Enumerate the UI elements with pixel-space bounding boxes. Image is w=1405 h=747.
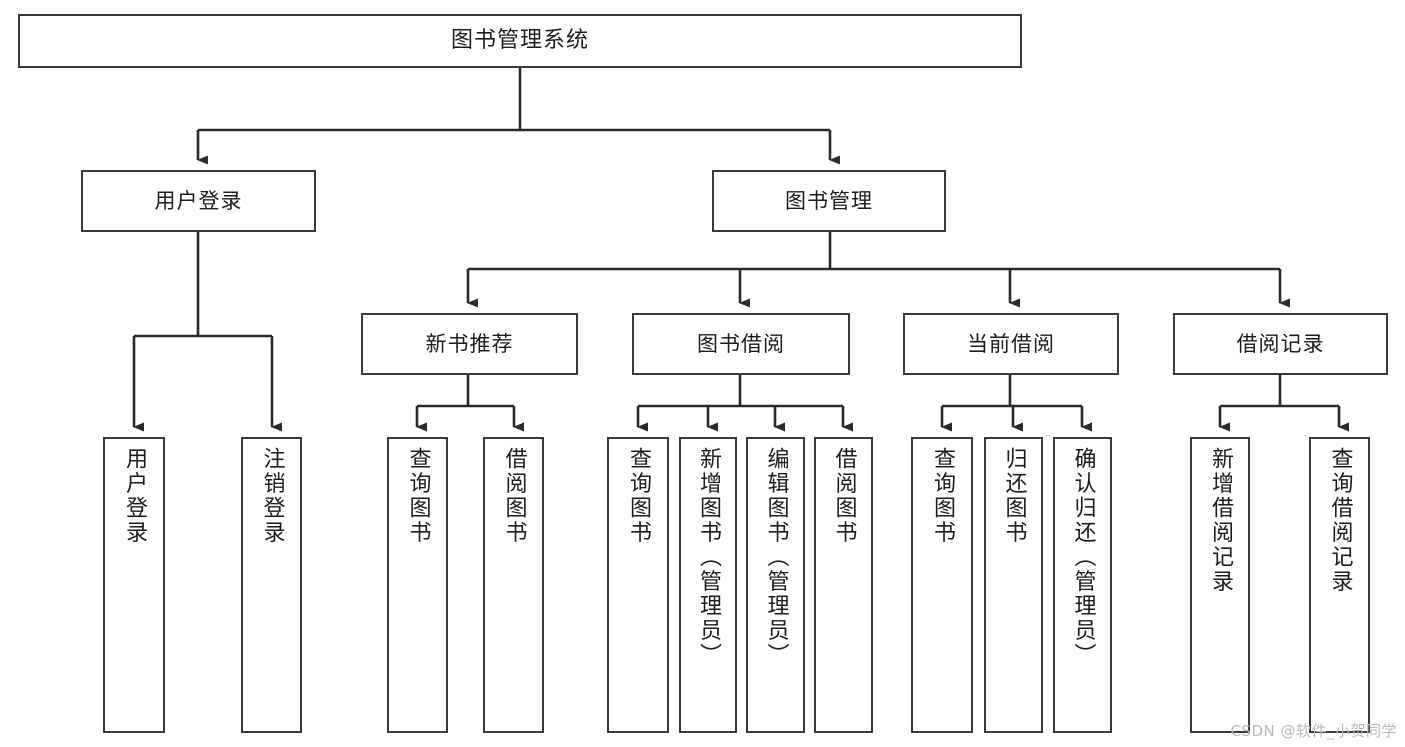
- node-label: 图书管理系统: [450, 28, 589, 54]
- node-label: 借阅记录: [1236, 331, 1325, 356]
- leaf-book-borrow-query-book[interactable]: 查询图书: [607, 437, 669, 733]
- node-book-management[interactable]: 图书管理: [712, 170, 946, 232]
- node-label: 查询图书: [405, 447, 431, 545]
- node-user-login[interactable]: 用户登录: [81, 170, 316, 232]
- node-label: 用户登录: [122, 447, 147, 545]
- node-label: 借阅图书: [831, 447, 857, 545]
- leaf-book-borrow-add-book-admin[interactable]: 新增图书（管理员）: [679, 437, 737, 733]
- node-book-borrow[interactable]: 图书借阅: [632, 313, 850, 375]
- leaf-current-borrow-confirm-return-admin[interactable]: 确认归还（管理员）: [1053, 437, 1112, 733]
- node-label: 查询图书: [626, 447, 651, 545]
- node-label: 注销登录: [259, 447, 285, 545]
- node-label: 用户登录: [154, 188, 243, 213]
- leaf-book-borrow-borrow-book[interactable]: 借阅图书: [814, 437, 873, 733]
- node-label: 新增借阅记录: [1208, 447, 1233, 594]
- leaf-book-borrow-edit-book-admin[interactable]: 编辑图书（管理员）: [746, 437, 805, 733]
- node-label: 图书借阅: [697, 331, 785, 356]
- leaf-borrow-record-add-record[interactable]: 新增借阅记录: [1190, 437, 1250, 733]
- node-label: 归还图书: [1001, 447, 1027, 545]
- leaf-current-borrow-return-book[interactable]: 归还图书: [984, 437, 1043, 733]
- node-new-book-recommend[interactable]: 新书推荐: [361, 313, 578, 375]
- leaf-current-borrow-query-book[interactable]: 查询图书: [911, 437, 973, 733]
- node-label: 查询图书: [930, 447, 955, 545]
- node-label: 新增图书（管理员）: [696, 447, 721, 668]
- leaf-user-login-logout[interactable]: 注销登录: [241, 437, 302, 733]
- leaf-new-book-query-book[interactable]: 查询图书: [387, 437, 448, 733]
- node-current-borrow[interactable]: 当前借阅: [903, 313, 1119, 375]
- node-label: 确认归还（管理员）: [1070, 447, 1096, 668]
- node-label: 查询借阅记录: [1327, 447, 1353, 594]
- node-borrow-record[interactable]: 借阅记录: [1173, 313, 1388, 375]
- leaf-new-book-borrow-book[interactable]: 借阅图书: [483, 437, 544, 733]
- node-label: 新书推荐: [425, 331, 514, 356]
- node-label: 图书管理: [785, 188, 873, 213]
- node-book-management-system[interactable]: 图书管理系统: [18, 14, 1022, 68]
- leaf-borrow-record-query-record[interactable]: 查询借阅记录: [1309, 437, 1370, 733]
- node-label: 借阅图书: [501, 447, 527, 545]
- leaf-user-login-login[interactable]: 用户登录: [103, 437, 165, 733]
- node-label: 当前借阅: [967, 331, 1055, 356]
- csdn-watermark: CSDN @软件_小贺同学: [1230, 722, 1397, 740]
- node-label: 编辑图书（管理员）: [763, 447, 789, 668]
